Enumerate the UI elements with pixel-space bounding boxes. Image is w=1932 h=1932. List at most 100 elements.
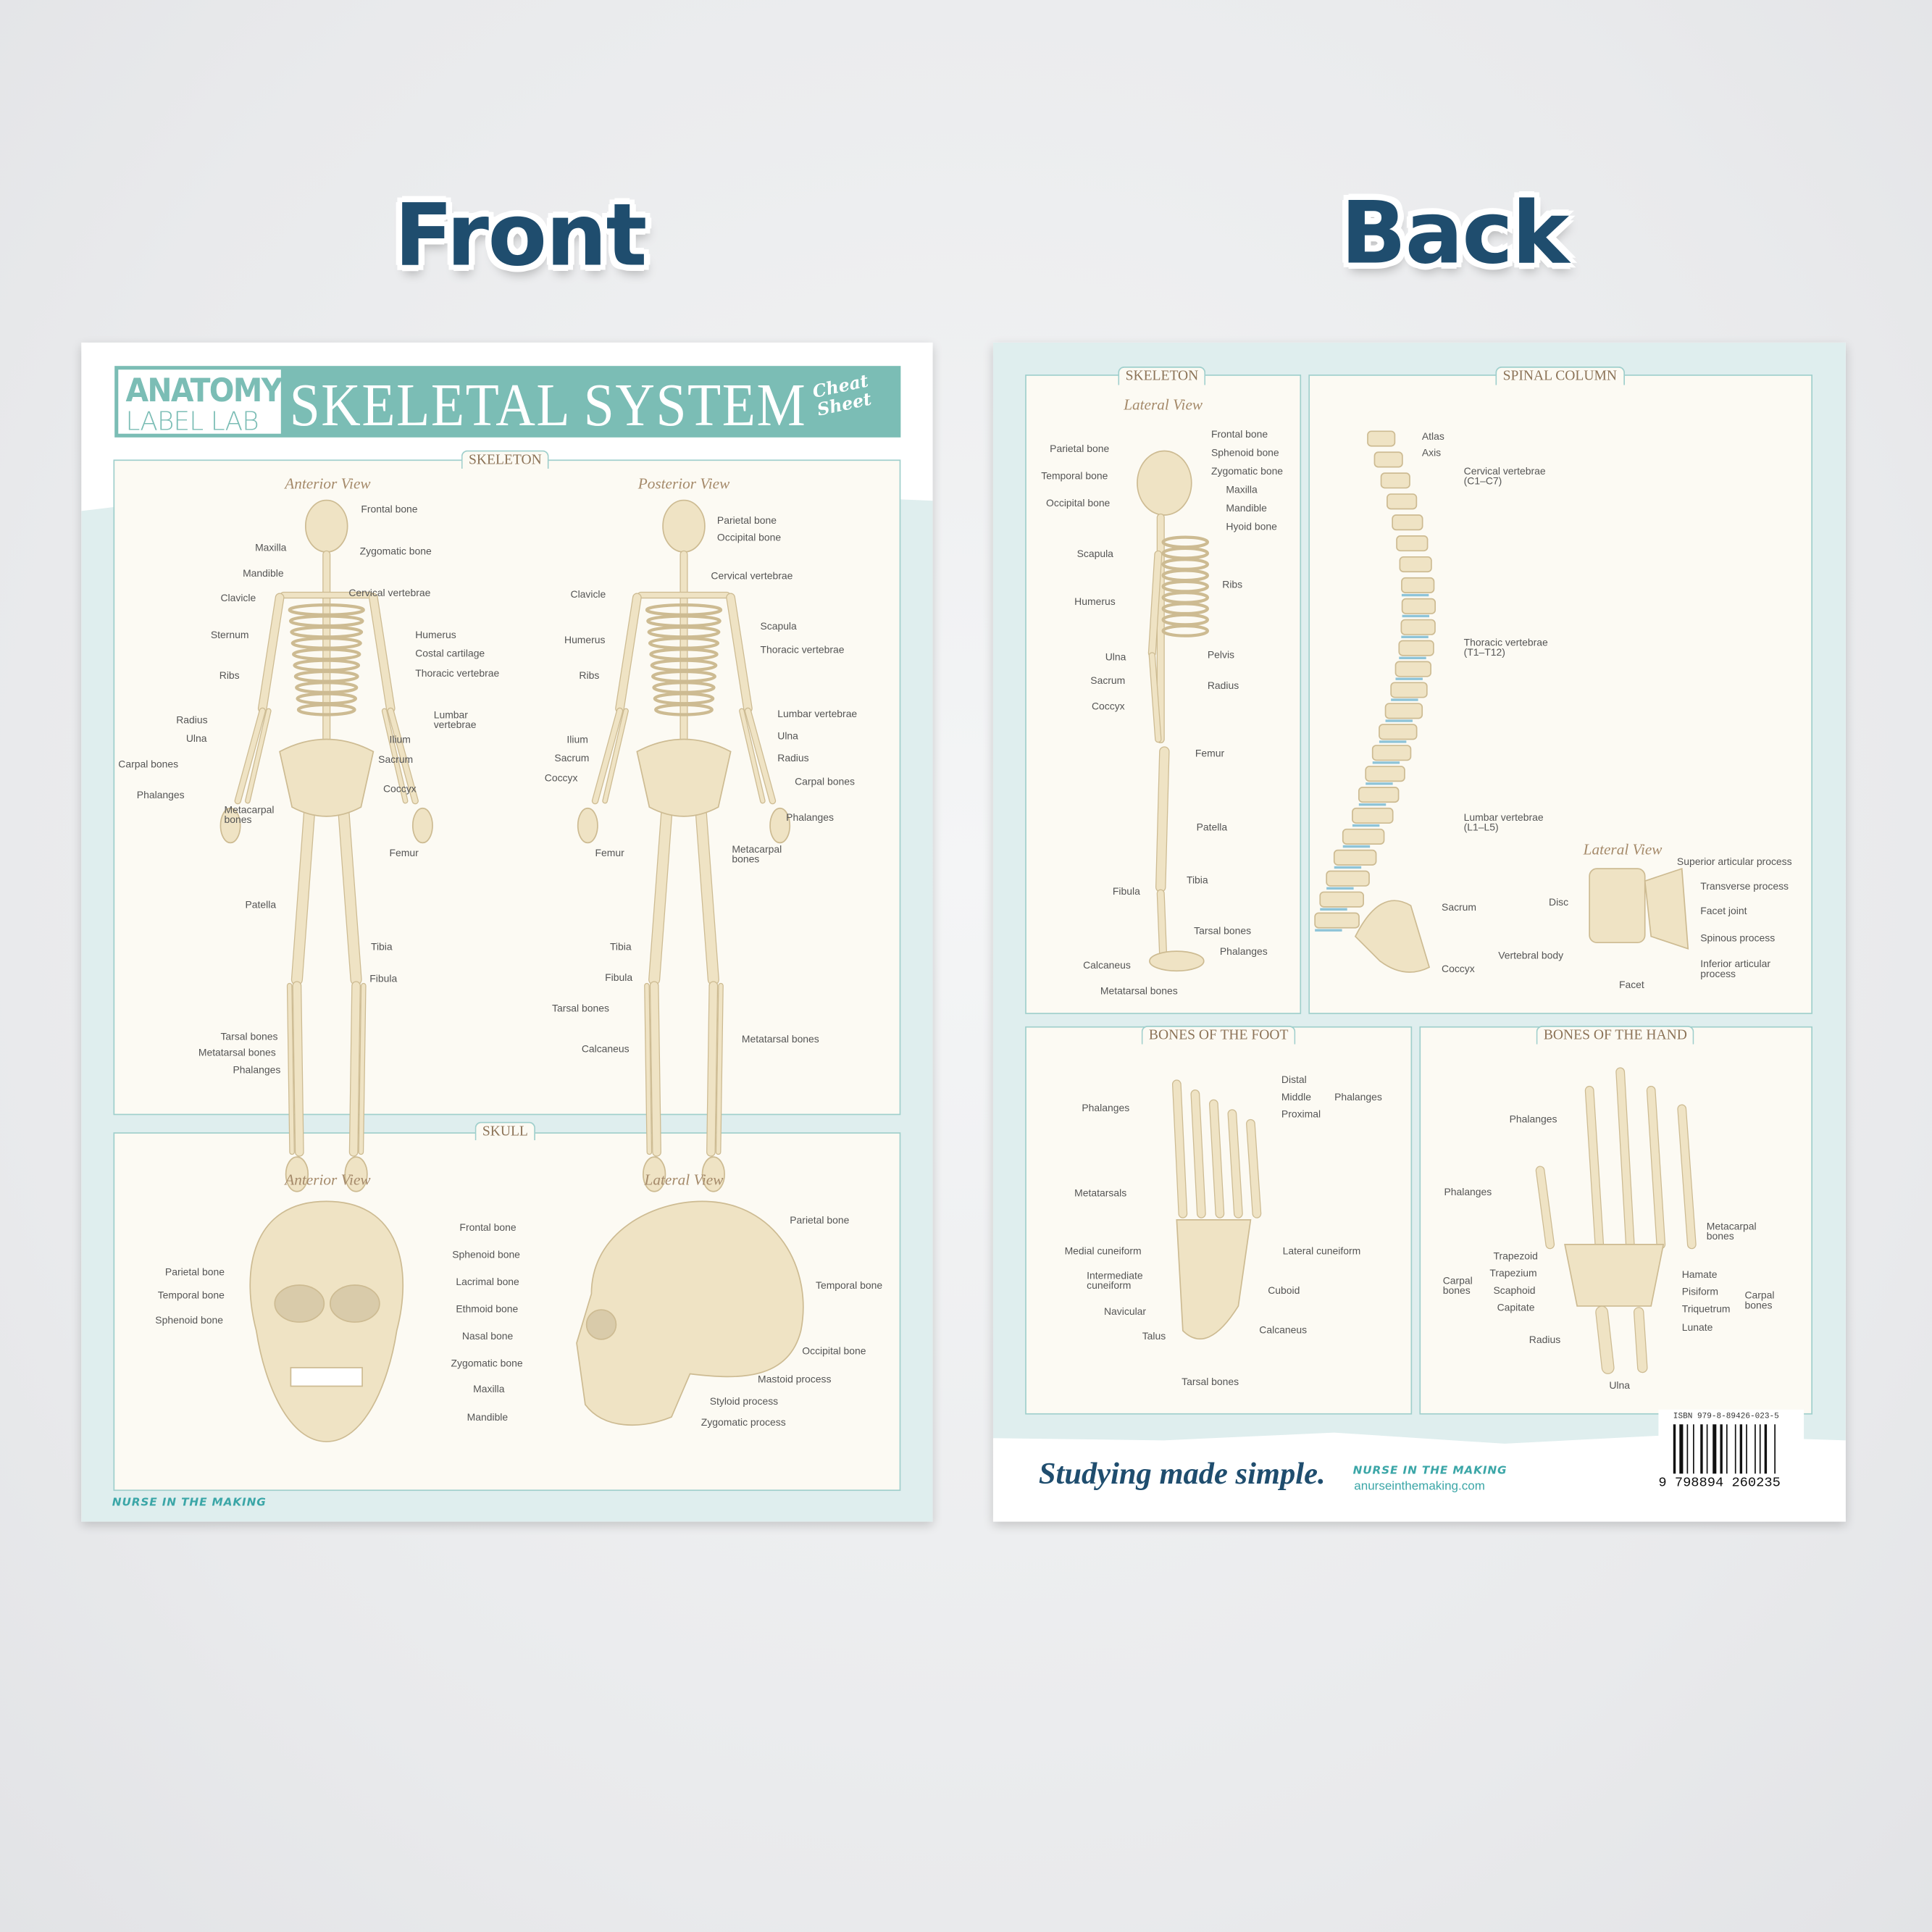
bone-label: Metacarpal bones bbox=[224, 804, 275, 826]
bone-label: Distal bbox=[1281, 1074, 1307, 1086]
bone-label: Sphenoid bone bbox=[1210, 447, 1279, 459]
vertebra bbox=[1380, 472, 1410, 489]
barcode-bar bbox=[1720, 1424, 1723, 1474]
bone-label: Humerus bbox=[415, 630, 456, 641]
barcode-bar bbox=[1734, 1424, 1736, 1474]
anterior-skeleton-skull bbox=[304, 499, 348, 553]
sheet-title: SKELETAL SYSTEM bbox=[289, 370, 807, 439]
bone-label: Femur bbox=[595, 848, 624, 859]
bone-shape bbox=[1149, 551, 1162, 656]
bone-label: Cervical vertebrae bbox=[348, 587, 431, 599]
bone-label: Carpal bones bbox=[1442, 1275, 1473, 1297]
rib bbox=[1161, 558, 1209, 571]
vertebra bbox=[1367, 430, 1396, 447]
barcode: ISBN 979-8-89426-023-5 9 798894 260235 bbox=[1658, 1409, 1805, 1496]
bone-label: Phalanges bbox=[1444, 1186, 1492, 1198]
foot-tab: BONES OF THE FOOT bbox=[1141, 1025, 1296, 1045]
barcode-bar bbox=[1700, 1424, 1704, 1474]
barcode-bar bbox=[1713, 1424, 1717, 1474]
bone-shape bbox=[1596, 1306, 1614, 1373]
bone-label: Ulna bbox=[777, 730, 798, 742]
bone-label: Cuboid bbox=[1268, 1285, 1300, 1297]
eye-socket bbox=[274, 1284, 325, 1323]
sheet-title-box: SKELETAL SYSTEM bbox=[290, 369, 807, 439]
bone-label: Ulna bbox=[185, 733, 207, 745]
vertebra bbox=[1394, 661, 1431, 677]
eye-socket bbox=[585, 1309, 617, 1340]
bone-shape bbox=[1210, 1100, 1224, 1218]
anterior-skull bbox=[249, 1200, 404, 1442]
bone-shape bbox=[1247, 1120, 1261, 1218]
barcode-bar bbox=[1740, 1424, 1743, 1474]
bone-label: Occipital bone bbox=[716, 532, 782, 544]
vertebra bbox=[1333, 849, 1377, 866]
bone-label: Scaphoid bbox=[1493, 1285, 1536, 1297]
bone-label: Fibula bbox=[605, 972, 633, 984]
bone-label: Fibula bbox=[369, 973, 398, 985]
vertebra bbox=[1384, 703, 1423, 719]
bone-label: Metacarpal bones bbox=[1706, 1221, 1757, 1242]
anterior-skeleton-hand bbox=[219, 807, 241, 844]
bone-shape bbox=[246, 708, 271, 803]
bone-label: Tarsal bones bbox=[551, 1003, 609, 1014]
bone-shape bbox=[1157, 890, 1166, 958]
bone-label: Radius bbox=[777, 753, 809, 764]
rib bbox=[1161, 535, 1209, 549]
bone-label: Lateral cuneiform bbox=[1282, 1245, 1361, 1257]
bone-label: Sacrum bbox=[1090, 675, 1126, 687]
bone-label: Styloid process bbox=[709, 1396, 779, 1408]
carpals bbox=[1564, 1244, 1665, 1307]
bone-label: Sacrum bbox=[554, 753, 590, 764]
bone-label: Patella bbox=[245, 899, 277, 911]
barcode-bars bbox=[1673, 1424, 1802, 1474]
vertebra bbox=[1401, 577, 1435, 593]
bone-label: Ribs bbox=[579, 670, 600, 682]
bone-label: Mandible bbox=[1226, 502, 1267, 514]
bone-label: Radius bbox=[1207, 679, 1239, 692]
bone-label: Pelvis bbox=[1207, 649, 1235, 661]
bone-label: Tibia bbox=[1186, 874, 1208, 886]
bone-label: Occipital bone bbox=[1046, 498, 1111, 509]
bone-label: Calcaneus bbox=[1083, 959, 1131, 971]
bone-label: Ilium bbox=[566, 734, 588, 746]
bone-label: Zygomatic process bbox=[701, 1417, 786, 1429]
vertebra bbox=[1365, 766, 1405, 782]
bone-label: Radius bbox=[1529, 1334, 1561, 1346]
bone-label: Hamate bbox=[1681, 1268, 1718, 1281]
hand-tab: BONES OF THE HAND bbox=[1536, 1025, 1695, 1045]
posterior-view-heading: Posterior View bbox=[637, 474, 730, 493]
slogan: Studying made simple. bbox=[1038, 1458, 1326, 1492]
bone-label: Thoracic vertebrae bbox=[415, 667, 500, 679]
bone-label: Spinous process bbox=[1700, 932, 1776, 944]
rib bbox=[1161, 580, 1209, 593]
bone-label: Thoracic vertebrae (T1–T12) bbox=[1463, 637, 1548, 658]
bone-label: Trapezium bbox=[1489, 1268, 1537, 1279]
vertebra-lateral bbox=[1589, 868, 1646, 944]
bone-label: Frontal bone bbox=[1210, 428, 1268, 440]
bone-label: Zygomatic bone bbox=[359, 545, 432, 557]
bone-label: Ulna bbox=[1105, 651, 1126, 664]
anterior-skeleton-foot bbox=[344, 1156, 368, 1192]
barcode-bar bbox=[1760, 1424, 1762, 1474]
barcode-number: 9 798894 260235 bbox=[1658, 1476, 1781, 1492]
bone-label: Carpal bones bbox=[795, 776, 855, 787]
bone-label: Clavicle bbox=[570, 589, 606, 601]
bone-shape bbox=[1191, 1090, 1205, 1218]
anterior-view-heading: Anterior View bbox=[285, 474, 371, 493]
vertebra bbox=[1379, 724, 1418, 740]
bone-label: Femur bbox=[389, 848, 419, 859]
bone-label: Humerus bbox=[564, 634, 606, 646]
bone-label: Temporal bone bbox=[1041, 470, 1108, 482]
anterior-skeleton-rib bbox=[296, 703, 356, 716]
website-url: anurseinthemaking.com bbox=[1354, 1479, 1485, 1494]
bone-shape bbox=[1586, 1087, 1603, 1249]
bone-shape bbox=[1149, 653, 1161, 742]
bone-label: Lumbar vertebrae bbox=[777, 708, 858, 720]
tarsals bbox=[1176, 1219, 1252, 1340]
bone-label: Phalanges bbox=[1082, 1103, 1130, 1114]
rib bbox=[1161, 569, 1209, 582]
bone-label: Lunate bbox=[1681, 1322, 1713, 1334]
bone-label: Capitate bbox=[1497, 1302, 1535, 1314]
bone-label: Atlas bbox=[1421, 431, 1444, 443]
